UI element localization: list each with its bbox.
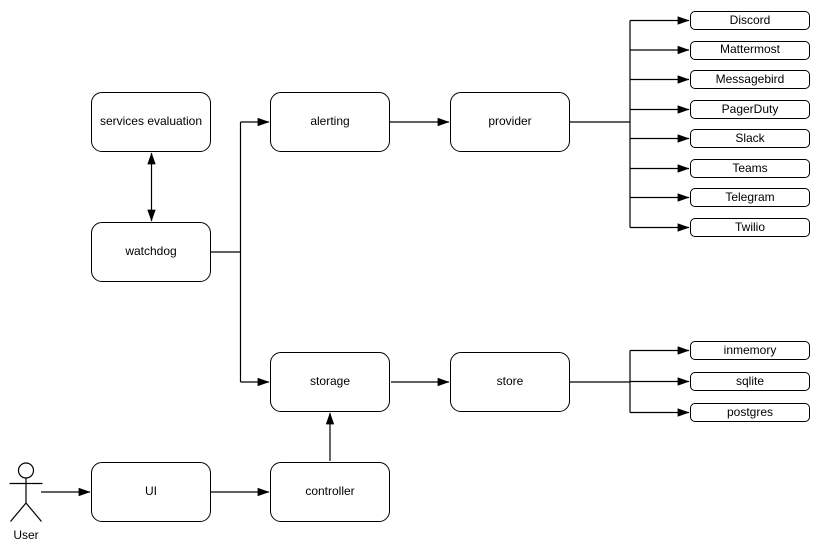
node-label: inmemory: [723, 342, 777, 357]
node-telegram: Telegram: [690, 188, 810, 207]
user-actor-label: User: [13, 528, 39, 542]
actor-head: [17, 462, 35, 479]
node-label: Twilio: [734, 219, 765, 234]
node-label: Teams: [732, 160, 768, 175]
actor-leg-left: [10, 502, 27, 522]
node-label: Messagebird: [715, 71, 785, 86]
node-label: Slack: [735, 130, 765, 145]
node-discord: Discord: [690, 11, 810, 30]
node-mattermost: Mattermost: [690, 40, 810, 60]
node-controller: controller: [270, 462, 390, 522]
node-slack: Slack: [690, 129, 810, 148]
node-label: services evaluation: [99, 114, 203, 129]
node-label: Mattermost: [719, 42, 780, 57]
node-label: controller: [305, 484, 355, 499]
node-label: watchdog: [125, 244, 177, 259]
node-messagebird: Messagebird: [690, 70, 810, 89]
node-twilio: Twilio: [690, 218, 810, 237]
node-label: UI: [145, 484, 157, 499]
node-label: Discord: [729, 12, 771, 27]
node-label: provider: [488, 114, 532, 129]
node-label: Telegram: [725, 189, 775, 204]
user-actor-icon: [9, 462, 43, 522]
node-inmemory: inmemory: [690, 341, 810, 360]
node-store: store: [450, 352, 570, 412]
node-label: store: [496, 374, 524, 389]
node-alerting: alerting: [270, 92, 390, 152]
node-teams: Teams: [690, 159, 810, 178]
node-sqlite: sqlite: [690, 372, 810, 391]
actor-leg-right: [25, 502, 42, 522]
node-label: postgres: [726, 404, 774, 419]
node-pagerduty: PagerDuty: [690, 100, 810, 119]
node-label: sqlite: [735, 373, 764, 388]
node-ui: UI: [91, 462, 211, 522]
node-label: alerting: [310, 114, 350, 129]
node-provider: provider: [450, 92, 570, 152]
node-services-evaluation: services evaluation: [91, 92, 211, 152]
node-label: storage: [309, 374, 351, 389]
node-postgres: postgres: [690, 403, 810, 422]
node-watchdog: watchdog: [91, 222, 211, 282]
node-label: PagerDuty: [721, 101, 779, 116]
node-storage: storage: [270, 352, 390, 412]
